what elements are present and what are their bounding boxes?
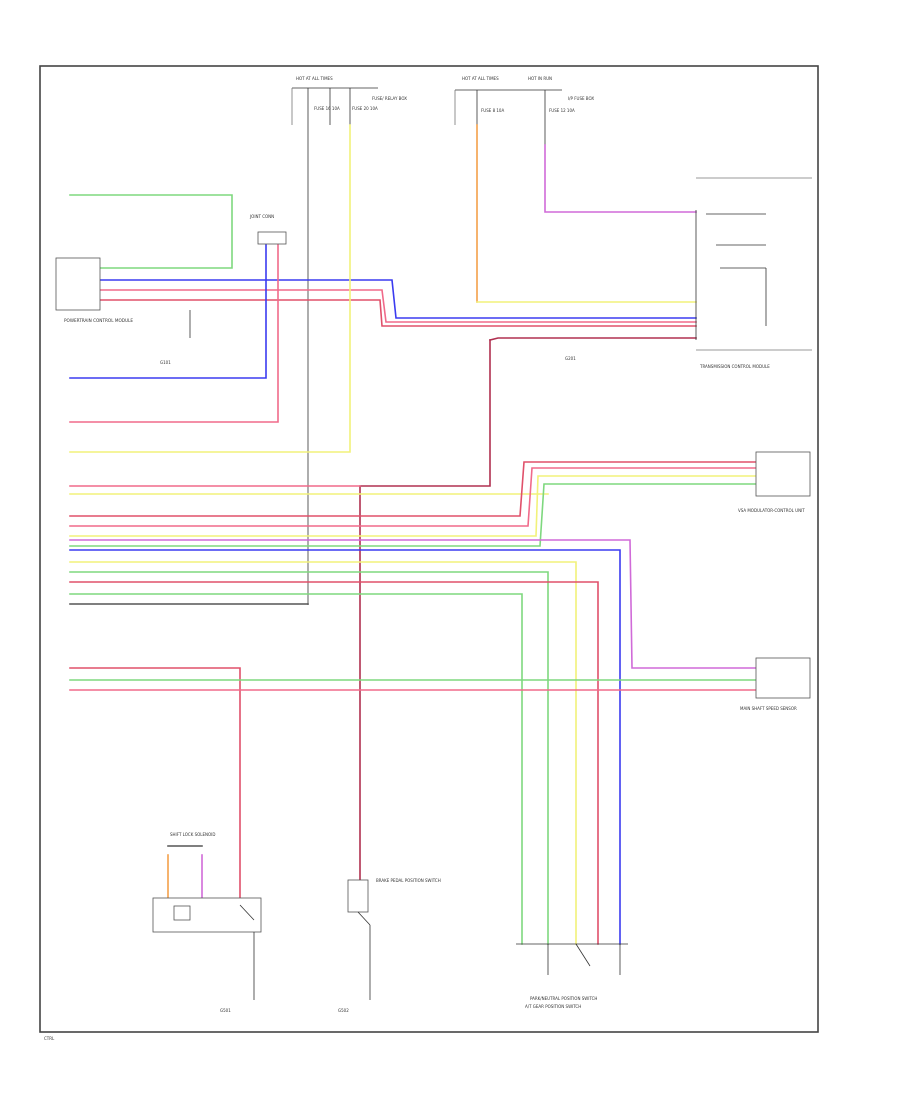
diagram-frame bbox=[39, 65, 819, 1033]
wire-pink-ecm-tcm bbox=[99, 289, 697, 323]
abs-label: VSA MODULATOR-CONTROL UNIT bbox=[738, 508, 805, 513]
fuse-a1-label: FUSE 16 10A bbox=[314, 106, 340, 111]
wire-green-abs bbox=[69, 483, 757, 547]
joint-conn-label: JOINT CONN bbox=[249, 214, 274, 219]
bottom-ground-1-label: G501 bbox=[220, 1008, 231, 1013]
wire-red-bus bbox=[69, 581, 599, 945]
wire-green-bus bbox=[69, 571, 549, 945]
ecm-label: POWERTRAIN CONTROL MODULE bbox=[64, 318, 133, 323]
wire-red-ecm-tcm bbox=[99, 299, 697, 327]
bottom-ground-2-label: G502 bbox=[338, 1008, 349, 1013]
tcm-ground-label: G201 bbox=[565, 356, 576, 361]
wire-maroon-vert bbox=[359, 339, 491, 881]
wire-pink-left bbox=[69, 244, 279, 423]
ecm-connector: POWERTRAIN CONTROL MODULE G101 bbox=[55, 257, 191, 365]
speed-sensor-label: MAIN SHAFT SPEED SENSOR bbox=[740, 706, 797, 711]
top-fuse-a-label: HOT AT ALL TIMES bbox=[296, 76, 333, 81]
fuse-box-note: FUSE/ RELAY BOX bbox=[372, 96, 407, 101]
wire-violet-bus bbox=[69, 539, 757, 669]
brake-switch-label: BRAKE PEDAL POSITION SWITCH bbox=[376, 878, 441, 883]
tcm-module: TRANSMISSION CONTROL MODULE G201 bbox=[565, 177, 812, 369]
wire-green-bus-2 bbox=[69, 593, 523, 945]
park-switch-label: PARK/NEUTRAL POSITION SWITCH bbox=[530, 996, 597, 1001]
wire-blue-left bbox=[69, 244, 267, 379]
gear-switch-label: A/T GEAR POSITION SWITCH bbox=[525, 1004, 581, 1009]
wire-green-ecm bbox=[69, 194, 233, 269]
joint-connector: JOINT CONN bbox=[249, 214, 287, 245]
wire-pink-abs-2 bbox=[69, 467, 757, 527]
fuse-d1-label: FUSE 12 10A bbox=[549, 108, 575, 113]
gear-position-switch: A/T GEAR POSITION SWITCH PARK/NEUTRAL PO… bbox=[516, 943, 628, 1009]
fuse-block-right: HOT AT ALL TIMES HOT IN RUN FUSE 8 10A F… bbox=[454, 76, 594, 145]
top-fuse-c-label: HOT AT ALL TIMES bbox=[462, 76, 499, 81]
shift-lock-block: SHIFT LOCK SOLENOID G501 bbox=[152, 832, 262, 1013]
brake-switch: BRAKE PEDAL POSITION SWITCH G502 bbox=[338, 878, 441, 1013]
wire-blue-ecm-tcm bbox=[99, 279, 697, 319]
fuse-box-note-2: I/P FUSE BOX bbox=[568, 96, 594, 101]
fuse-a2-label: FUSE 20 10A bbox=[352, 106, 378, 111]
wire-maroon-tcm bbox=[489, 337, 697, 341]
speed-sensor-connector: MAIN SHAFT SPEED SENSOR bbox=[740, 657, 811, 711]
ecm-ground-label: G101 bbox=[160, 360, 171, 365]
wire-yellow-abs-2 bbox=[69, 475, 757, 537]
corner-label: CTRL bbox=[44, 1036, 55, 1041]
wire-yellow-bus bbox=[69, 561, 577, 945]
shift-lock-label: SHIFT LOCK SOLENOID bbox=[170, 832, 215, 837]
wire-red-abs bbox=[69, 461, 757, 517]
wire-red-speed bbox=[69, 667, 241, 901]
wire-yellow-vert bbox=[69, 124, 351, 453]
fuse-c1-label: FUSE 8 10A bbox=[481, 108, 504, 113]
fuse-block-left: HOT AT ALL TIMES FUSE 16 10A FUSE 20 10A… bbox=[291, 76, 407, 605]
wire-violet-fuse bbox=[544, 144, 697, 213]
top-fuse-d-label: HOT IN RUN bbox=[528, 76, 552, 81]
abs-connector: VSA MODULATOR-CONTROL UNIT bbox=[738, 451, 811, 513]
wires bbox=[69, 124, 757, 945]
wire-blue-bus bbox=[69, 549, 621, 945]
tcm-label: TRANSMISSION CONTROL MODULE bbox=[699, 364, 770, 369]
